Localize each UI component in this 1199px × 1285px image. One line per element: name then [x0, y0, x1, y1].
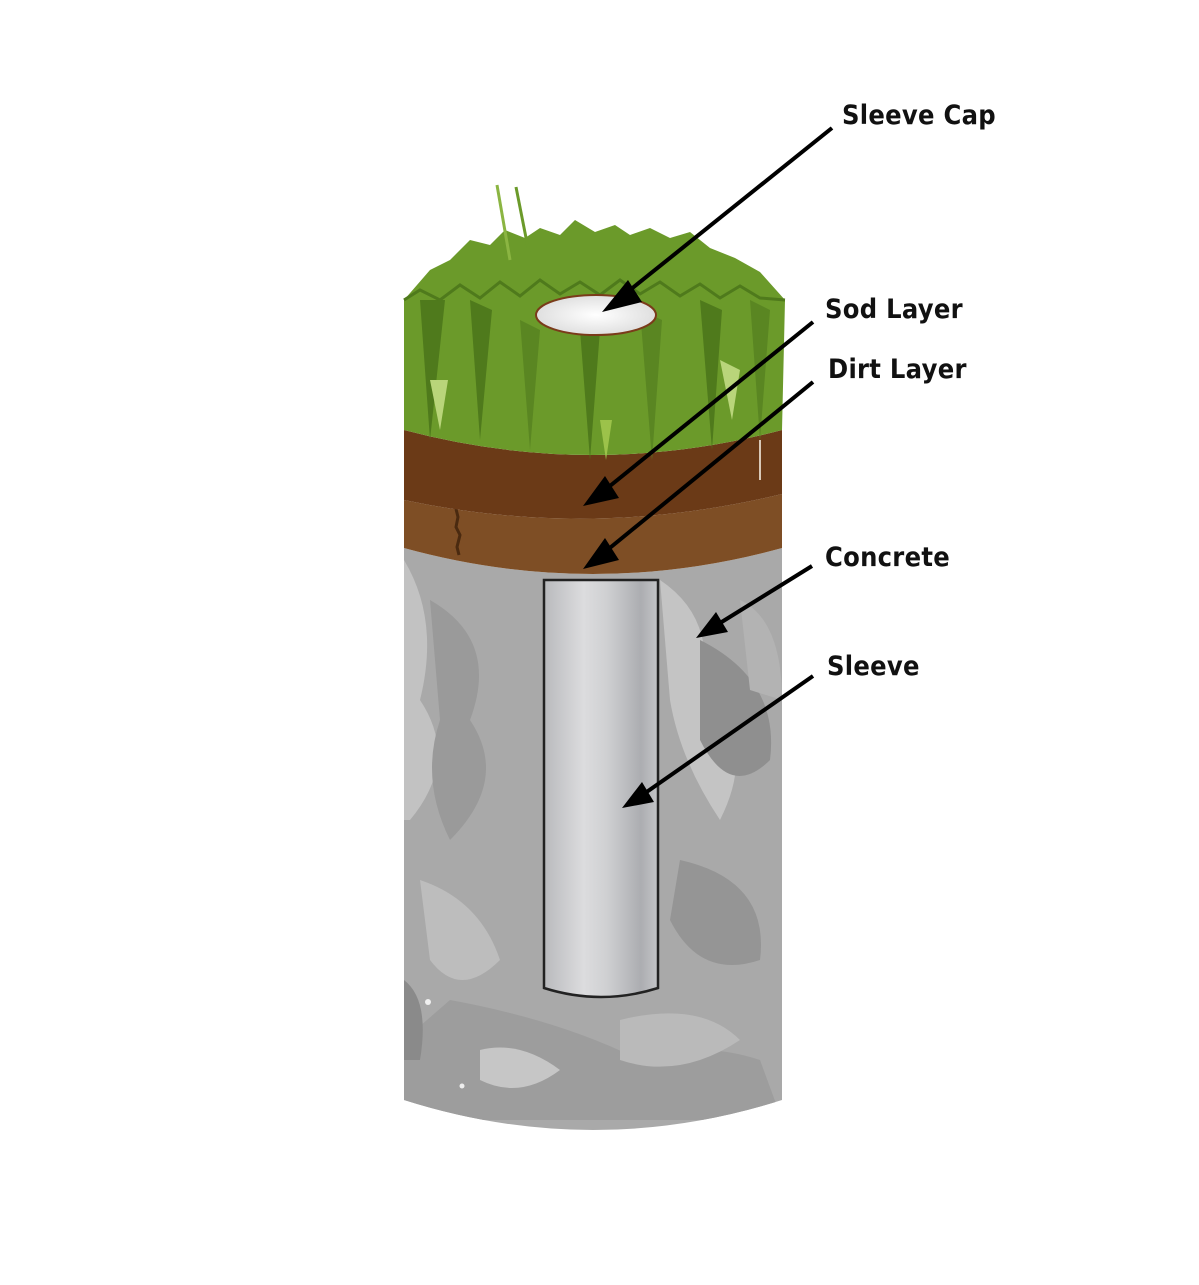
concrete-texture — [404, 560, 782, 1120]
dirt-layer — [404, 494, 782, 574]
arrow-sleeve — [622, 674, 815, 808]
label-dirt-layer: Dirt Layer — [828, 354, 967, 385]
arrow-sod-layer — [583, 320, 815, 506]
arrow-concrete — [696, 564, 814, 638]
annotation-arrows — [583, 126, 834, 808]
label-concrete: Concrete — [825, 542, 950, 573]
dirt-band — [404, 494, 782, 574]
label-sleeve: Sleeve — [827, 651, 920, 682]
arrow-dirt-layer — [583, 380, 815, 569]
grass-top — [403, 184, 786, 460]
label-sleeve-cap: Sleeve Cap — [842, 100, 996, 131]
label-sod-layer: Sod Layer — [825, 294, 963, 325]
grass-blades — [420, 300, 770, 460]
sod-layer — [404, 430, 782, 519]
arrow-sleeve-cap — [602, 126, 834, 312]
sod-band — [404, 430, 782, 519]
sleeve-tube — [542, 578, 660, 999]
sleeve-body — [542, 578, 660, 999]
concrete-column — [404, 548, 782, 1130]
